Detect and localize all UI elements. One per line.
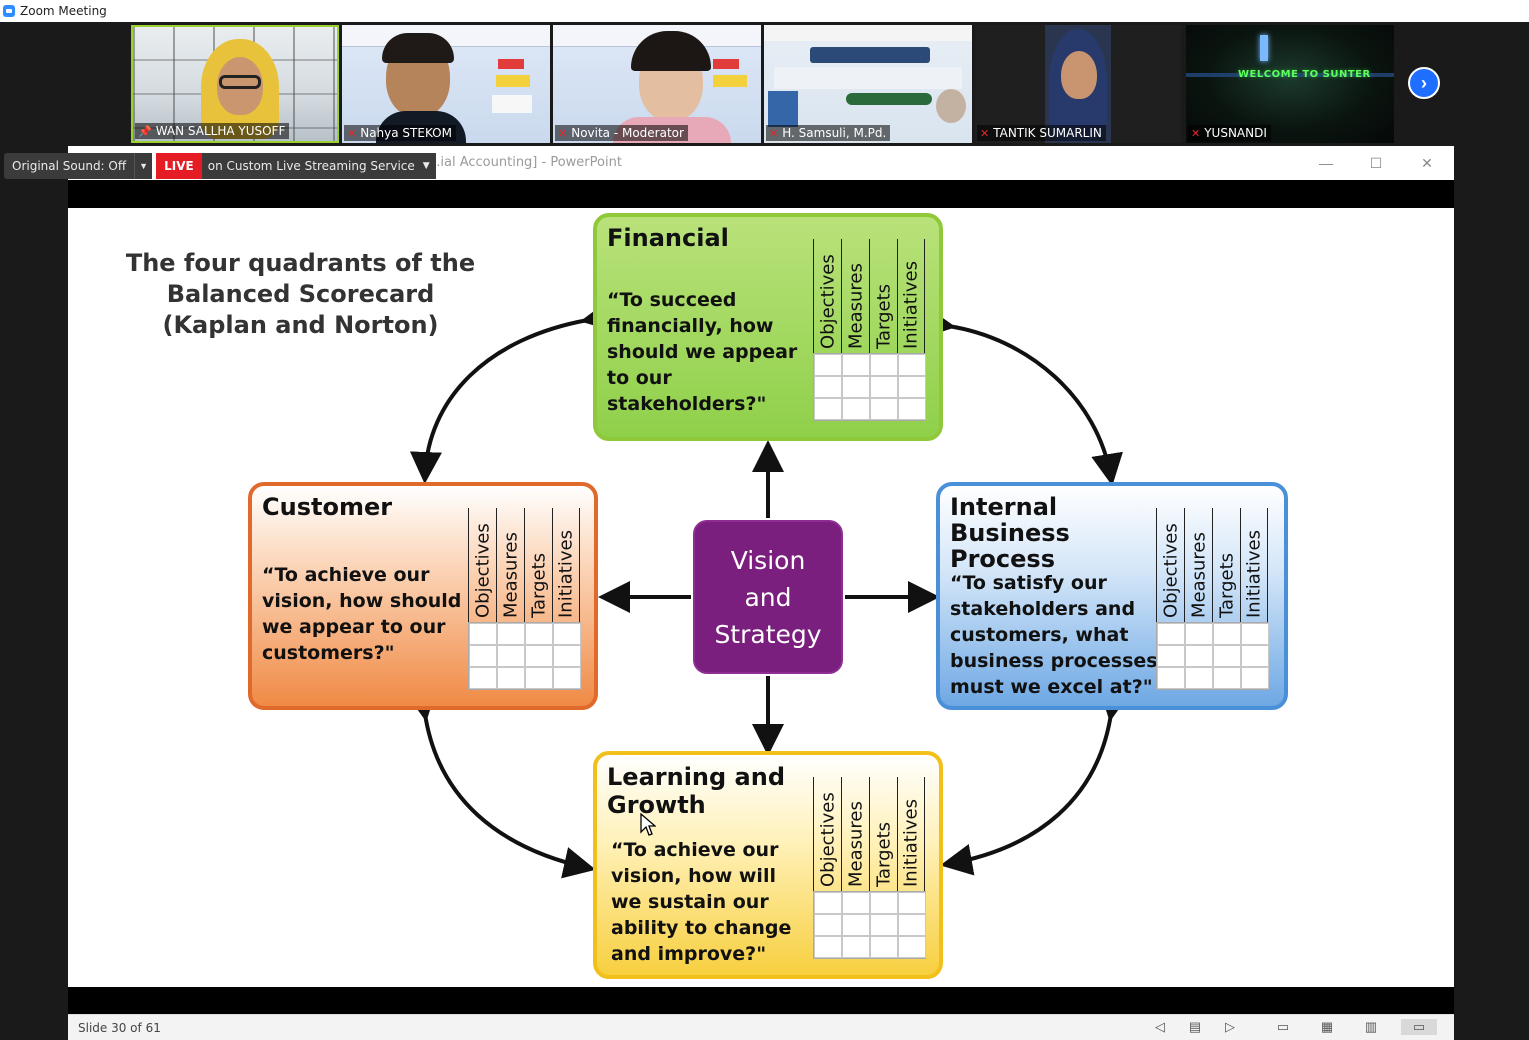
column-header: Targets bbox=[1212, 508, 1240, 622]
arrow-financial-customer bbox=[409, 299, 615, 484]
next-slide-icon[interactable]: ▷ bbox=[1225, 1019, 1235, 1034]
mic-muted-icon: ✕ bbox=[558, 126, 568, 140]
quadrant-question: “To succeed financially, how should we a… bbox=[607, 289, 798, 415]
chevron-down-icon[interactable]: ▼ bbox=[134, 153, 153, 179]
internal-business-process-quadrant: Internal Business Process “To satisfy ou… bbox=[936, 482, 1288, 710]
quadrant-question: “To achieve our vision, how should we ap… bbox=[262, 564, 462, 664]
scorecard-table: Objectives Measures Targets Initiatives bbox=[813, 239, 926, 421]
participant-tile[interactable]: ✕ H. Samsuli, M.Pd. bbox=[764, 25, 972, 143]
vision-strategy-box: Vision and Strategy bbox=[693, 520, 843, 674]
participant-nameplate: ✕ Novita - Moderator bbox=[555, 125, 688, 141]
maximize-button[interactable]: ☐ bbox=[1369, 154, 1383, 171]
slide-title: The four quadrants of the Balanced Score… bbox=[125, 249, 476, 339]
column-header: Initiatives bbox=[552, 508, 580, 622]
arrow-financial-internal bbox=[921, 306, 1123, 486]
quadrant-title: Learning and Growth bbox=[607, 763, 785, 819]
glasses-icon bbox=[219, 75, 261, 89]
table-cells bbox=[468, 622, 581, 690]
slideshow-view-icon[interactable]: ▭ bbox=[1401, 1019, 1437, 1035]
participant-name: YUSNANDI bbox=[1204, 126, 1267, 140]
mic-muted-icon: ✕ bbox=[769, 126, 779, 140]
letterbox-top bbox=[68, 180, 1454, 208]
table-cells bbox=[1156, 622, 1269, 690]
column-header: Objectives bbox=[1156, 508, 1184, 622]
original-sound-button[interactable]: Original Sound: Off bbox=[4, 153, 135, 179]
arrows-diagram bbox=[405, 299, 1131, 879]
customer-quadrant: Customer “To achieve our vision, how sho… bbox=[248, 482, 598, 710]
quadrant-title: Internal Business Process bbox=[950, 493, 1070, 573]
mic-muted-icon: ✕ bbox=[980, 126, 990, 140]
powerpoint-statusbar: Slide 30 of 61 ◁ ▤ ▷ ▭ ▦ ▥ ▭ bbox=[68, 1014, 1454, 1040]
minimize-button[interactable]: — bbox=[1319, 155, 1333, 171]
column-header: Initiatives bbox=[1240, 508, 1268, 622]
participant-nameplate: ✕ YUSNANDI bbox=[1188, 125, 1271, 141]
column-header: Targets bbox=[524, 508, 552, 622]
participant-tile[interactable]: 📌 WAN SALLHA YUSOFF bbox=[131, 25, 339, 143]
mouse-cursor-icon bbox=[640, 813, 656, 836]
normal-view-icon[interactable]: ▭ bbox=[1276, 1019, 1290, 1034]
participant-tile[interactable]: ✕ TANTIK SUMARLIN bbox=[975, 25, 1181, 143]
gallery-next-button[interactable]: › bbox=[1408, 67, 1440, 99]
column-header: Objectives bbox=[813, 239, 841, 353]
column-header: Targets bbox=[869, 777, 897, 891]
quadrant-question: “To achieve our vision, how will we sust… bbox=[611, 839, 792, 965]
slide: The four quadrants of the Balanced Score… bbox=[68, 208, 1454, 987]
participant-name: WAN SALLHA YUSOFF bbox=[155, 124, 286, 138]
quadrant-title: Customer bbox=[262, 493, 393, 521]
scorecard-table: Objectives Measures Targets Initiatives bbox=[1156, 508, 1269, 690]
previous-slide-icon[interactable]: ◁ bbox=[1155, 1019, 1165, 1034]
participant-name: Nahya STEKOM bbox=[360, 126, 452, 140]
mic-muted-icon: ✕ bbox=[347, 126, 357, 140]
mic-muted-icon: ✕ bbox=[1191, 126, 1201, 140]
window-title: ...ial Accounting] - PowerPoint bbox=[428, 155, 622, 170]
column-header: Initiatives bbox=[897, 239, 925, 353]
arrow-customer-learning bbox=[405, 687, 596, 879]
participant-name: H. Samsuli, M.Pd. bbox=[782, 126, 887, 140]
live-badge[interactable]: LIVE bbox=[156, 153, 202, 179]
quadrant-title: Financial bbox=[607, 224, 729, 252]
slide-sorter-icon[interactable]: ▦ bbox=[1320, 1019, 1334, 1034]
zoom-logo-icon bbox=[3, 5, 15, 17]
scorecard-table: Objectives Measures Targets Initiatives bbox=[468, 508, 581, 690]
app-title: Zoom Meeting bbox=[20, 4, 107, 18]
participant-gallery: 📌 WAN SALLHA YUSOFF ✕ Nahya STEKOM ✕ Nov… bbox=[0, 22, 1529, 146]
scorecard-table: Objectives Measures Targets Initiatives bbox=[813, 777, 926, 959]
column-header: Objectives bbox=[813, 777, 841, 891]
arrow-internal-learning bbox=[940, 687, 1131, 876]
chevron-down-icon: ▼ bbox=[422, 161, 430, 171]
financial-quadrant: Financial “To succeed financially, how s… bbox=[593, 213, 943, 441]
participant-name: Novita - Moderator bbox=[571, 126, 684, 140]
participant-tile[interactable]: ✕ Nahya STEKOM bbox=[342, 25, 550, 143]
notes-icon[interactable]: ▤ bbox=[1188, 1019, 1202, 1034]
pin-icon: 📌 bbox=[138, 124, 152, 138]
column-header: Measures bbox=[841, 777, 869, 891]
learning-and-growth-quadrant: Learning and Growth “To achieve our visi… bbox=[593, 751, 943, 979]
live-streaming-status[interactable]: on Custom Live Streaming Service ▼ bbox=[201, 153, 436, 179]
participant-nameplate: 📌 WAN SALLHA YUSOFF bbox=[135, 123, 290, 139]
participant-nameplate: ✕ Nahya STEKOM bbox=[344, 125, 456, 141]
column-header: Objectives bbox=[468, 508, 496, 622]
share-toolbar: Original Sound: Off ▼ LIVE on Custom Liv… bbox=[4, 152, 436, 180]
quadrant-question: “To satisfy our stakeholders and custome… bbox=[950, 572, 1158, 698]
participant-tile[interactable]: WELCOME TO SUNTER ✕ YUSNANDI bbox=[1186, 25, 1394, 143]
participant-nameplate: ✕ TANTIK SUMARLIN bbox=[977, 125, 1106, 141]
column-header: Measures bbox=[1184, 508, 1212, 622]
participant-tile[interactable]: ✕ Novita - Moderator bbox=[553, 25, 761, 143]
column-header: Measures bbox=[496, 508, 524, 622]
participant-nameplate: ✕ H. Samsuli, M.Pd. bbox=[766, 125, 891, 141]
background-sign: WELCOME TO SUNTER bbox=[1238, 69, 1371, 80]
slide-counter: Slide 30 of 61 bbox=[78, 1021, 161, 1035]
participant-name: TANTIK SUMARLIN bbox=[993, 126, 1102, 140]
chevron-right-icon: › bbox=[1421, 72, 1427, 93]
reading-view-icon[interactable]: ▥ bbox=[1364, 1019, 1378, 1034]
letterbox-bottom bbox=[68, 987, 1454, 1014]
powerpoint-window: ...ial Accounting] - PowerPoint — ☐ ✕ Th… bbox=[68, 146, 1454, 1040]
close-button[interactable]: ✕ bbox=[1421, 154, 1433, 171]
column-header: Measures bbox=[841, 239, 869, 353]
table-cells bbox=[813, 891, 926, 959]
table-cells bbox=[813, 353, 926, 421]
column-header: Initiatives bbox=[897, 777, 925, 891]
column-header: Targets bbox=[869, 239, 897, 353]
zoom-titlebar: Zoom Meeting bbox=[0, 0, 1529, 22]
